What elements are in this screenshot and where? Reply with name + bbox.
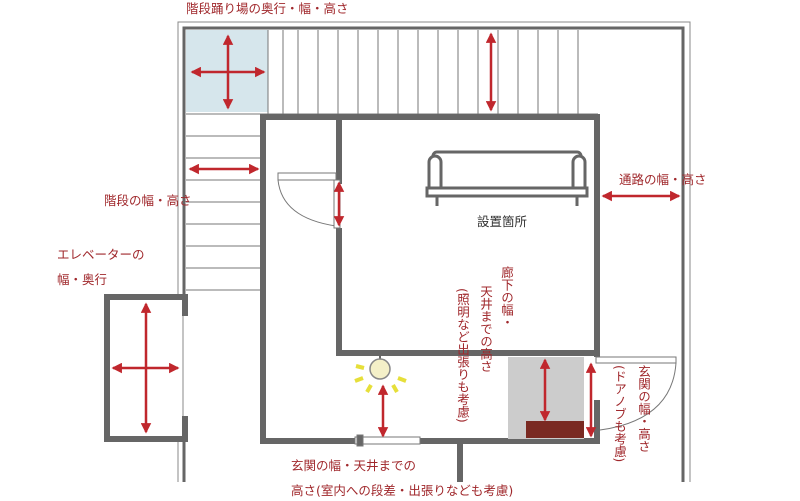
dimension-arrows	[111, 32, 681, 438]
elevator-label-line2: 幅・奥行	[57, 272, 108, 287]
passage-label: 通路の幅・高さ	[619, 172, 707, 187]
interior-walls	[260, 114, 600, 482]
sofa	[425, 150, 589, 206]
entrance-side-label-col1: 玄関の幅・高さ	[636, 365, 651, 453]
entrance-bottom-label-line1: 玄関の幅・天井までの	[291, 458, 417, 473]
corridor-label-col2: 天井までの高さ	[478, 285, 493, 373]
stair-treads	[186, 135, 262, 291]
entrance-side-label-col2: (ドアノブも考慮)	[612, 365, 627, 463]
corridor-label-col1: 廊下の幅・	[499, 266, 514, 329]
ceiling-light	[354, 356, 407, 393]
entrance-side-door	[595, 356, 677, 431]
entrance-door	[354, 434, 421, 447]
corridor-label-col3: (照明など出張りも考慮)	[455, 288, 470, 423]
stairs-label: 階段の幅・高さ	[104, 193, 192, 208]
entrance-bottom-label-line2: 高さ(室内への段差・出張りなども考慮)	[291, 483, 514, 498]
outer-frame	[182, 26, 685, 482]
landing-label: 階段踊り場の奥行・幅・高さ	[186, 1, 349, 16]
elevator-label-line1: エレベーターの	[57, 247, 145, 262]
install-location-label: 設置箇所	[477, 214, 528, 229]
shoe-box	[526, 421, 584, 438]
room-door	[277, 172, 341, 229]
